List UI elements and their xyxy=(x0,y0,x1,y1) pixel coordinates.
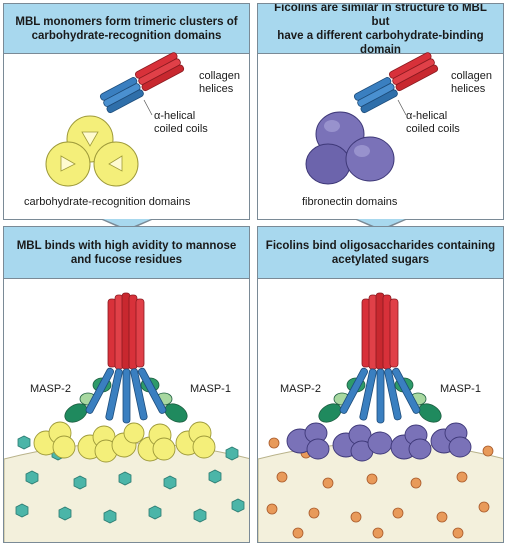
collagen-bundle xyxy=(107,292,145,370)
collagen-helices xyxy=(388,52,439,92)
mbl-binding-diagram xyxy=(4,292,249,542)
label-masp1: MASP-1 xyxy=(190,383,231,395)
label-coiled-coils: coiled coils xyxy=(406,123,460,135)
cell-surface xyxy=(4,442,249,542)
label-masp1: MASP-1 xyxy=(440,383,481,395)
label-masp2: MASP-2 xyxy=(280,383,321,395)
label-helices: helices xyxy=(199,83,234,95)
coiled-coil-arms xyxy=(339,367,421,424)
title-line-2: have a different carbohydrate-binding do… xyxy=(277,29,484,56)
panel-mbl-structure: MBL monomers form trimeric clusters of c… xyxy=(3,3,250,220)
title-line-1: Ficolins bind oligosaccharides containin… xyxy=(265,239,496,252)
coiled-coils xyxy=(99,77,144,114)
title-line-2: carbohydrate-recognition domains xyxy=(31,29,222,42)
label-collagen: collagen xyxy=(199,70,240,82)
coiled-coil-arms xyxy=(85,367,167,424)
ficolin-binding-diagram xyxy=(258,292,503,542)
label-helices: helices xyxy=(451,83,486,95)
label-coiled-coils: coiled coils xyxy=(154,123,208,135)
panel-ficolin-structure: Ficolins are similar in structure to MBL… xyxy=(257,3,504,220)
panel-title: MBL monomers form trimeric clusters of c… xyxy=(4,4,249,54)
collagen-bundle xyxy=(361,292,399,370)
coiled-coils xyxy=(353,77,398,114)
carbohydrate-recognition-domains xyxy=(45,115,139,187)
label-alpha-helical: α-helical xyxy=(406,110,448,122)
label-collagen: collagen xyxy=(451,70,492,82)
collagen-helices xyxy=(134,52,185,92)
label-alpha-helical: α-helical xyxy=(154,110,196,122)
panel-title: Ficolins are similar in structure to MBL… xyxy=(258,3,503,56)
title-line-2: and fucose residues xyxy=(70,253,183,266)
flow-arrow-left-fill xyxy=(103,219,151,229)
title-line-2: acetylated sugars xyxy=(331,253,430,266)
crd-clusters xyxy=(33,421,216,463)
title-line-1: Ficolins are similar in structure to MBL… xyxy=(274,3,487,28)
label-crd: carbohydrate-recognition domains xyxy=(24,196,191,208)
ficolin-monomer-diagram xyxy=(305,52,439,185)
cell-surface xyxy=(258,442,503,542)
title-line-1: MBL monomers form trimeric clusters of xyxy=(15,15,238,28)
label-masp2: MASP-2 xyxy=(30,383,71,395)
panel-ficolin-binding: Ficolins bind oligosaccharides containin… xyxy=(257,226,504,543)
flow-arrow-right-fill xyxy=(357,219,405,229)
fibronectin-domains xyxy=(305,111,395,185)
fibronectin-clusters xyxy=(286,422,472,462)
panel-title: Ficolins bind oligosaccharides containin… xyxy=(258,227,503,279)
mbl-monomer-diagram xyxy=(45,52,185,187)
panel-mbl-binding: MBL binds with high avidity to mannose a… xyxy=(3,226,250,543)
label-fibronectin: fibronectin domains xyxy=(302,196,398,208)
panel-title: MBL binds with high avidity to mannose a… xyxy=(4,227,249,279)
title-line-1: MBL binds with high avidity to mannose xyxy=(16,239,237,252)
